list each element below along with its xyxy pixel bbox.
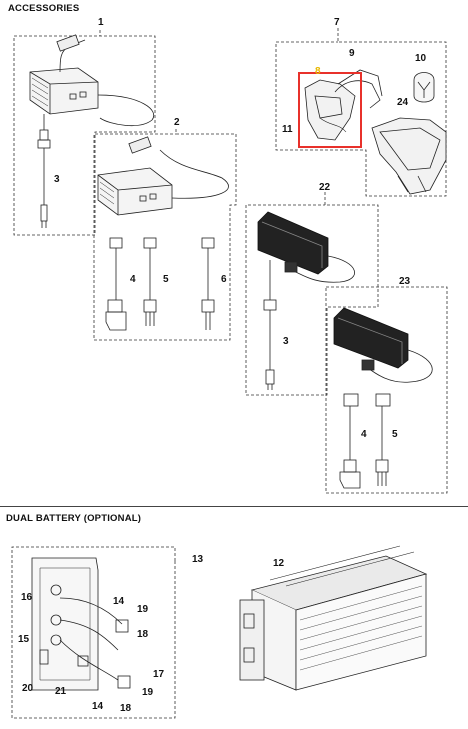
- group-box-22: [245, 192, 379, 396]
- callout-4: 4: [130, 274, 136, 285]
- callout-14-b: 14: [92, 701, 104, 712]
- bracket-8-9-11-drawing: [304, 69, 383, 141]
- group-box-23: [325, 286, 448, 494]
- highlight-box: [298, 72, 362, 148]
- callout-17: 17: [153, 669, 165, 680]
- group-box-13: [11, 546, 176, 719]
- charger-1-drawing: [29, 34, 155, 228]
- callout-12: 12: [273, 558, 285, 569]
- group-box-1: [13, 30, 156, 236]
- callout-1: 1: [98, 17, 104, 28]
- section-title-accessories: ACCESSORIES: [8, 3, 80, 14]
- dual-battery-wiring-drawing: [31, 557, 131, 691]
- callout-14: 14: [113, 596, 125, 607]
- callout-15: 15: [18, 634, 30, 645]
- callout-7: 7: [334, 17, 340, 28]
- dual-battery-12-drawing: [239, 545, 428, 691]
- callout-20: 20: [22, 683, 34, 694]
- callout-5-b: 5: [392, 429, 398, 440]
- callout-10: 10: [415, 53, 427, 64]
- callout-23: 23: [399, 276, 411, 287]
- callout-24: 24: [397, 97, 409, 108]
- charger-22-drawing: [257, 211, 355, 390]
- callout-8: 8: [315, 66, 321, 77]
- callout-5: 5: [163, 274, 169, 285]
- callout-6: 6: [221, 274, 227, 285]
- logo-10-drawing: [413, 72, 435, 103]
- charger-23-drawing: [333, 307, 433, 489]
- callout-21: 21: [55, 686, 67, 697]
- callout-22: 22: [319, 182, 331, 193]
- charger-2-drawing: [97, 136, 229, 331]
- callout-9: 9: [349, 48, 355, 59]
- bracket-24-drawing: [371, 117, 447, 195]
- callout-3: 3: [54, 174, 60, 185]
- callout-19-b: 19: [142, 687, 154, 698]
- callout-16: 16: [21, 592, 33, 603]
- section-title-dual-battery: DUAL BATTERY (OPTIONAL): [6, 513, 142, 524]
- callout-4-b: 4: [361, 429, 367, 440]
- section-divider: [0, 506, 468, 507]
- group-box-2: [93, 129, 237, 341]
- group-box-7: [275, 28, 447, 197]
- callout-19: 19: [137, 604, 149, 615]
- callout-2: 2: [174, 117, 180, 128]
- callout-13: 13: [192, 554, 204, 565]
- callout-11: 11: [282, 124, 293, 135]
- callout-3-b: 3: [283, 336, 289, 347]
- callout-18-b: 18: [120, 703, 132, 714]
- callout-18: 18: [137, 629, 149, 640]
